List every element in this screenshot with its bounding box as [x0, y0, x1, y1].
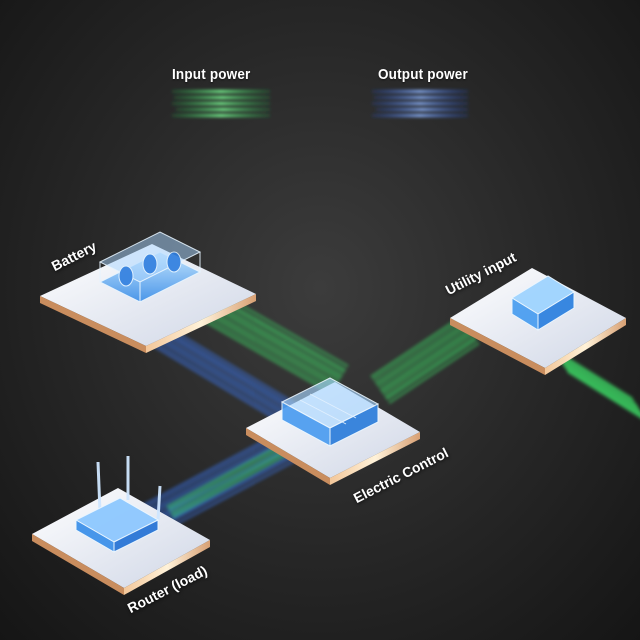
legend-input-label: Input power: [172, 66, 250, 83]
legend-output-swatch: [372, 90, 468, 117]
legend-output-label: Output power: [378, 66, 468, 83]
legend-input-swatch: [172, 90, 270, 117]
